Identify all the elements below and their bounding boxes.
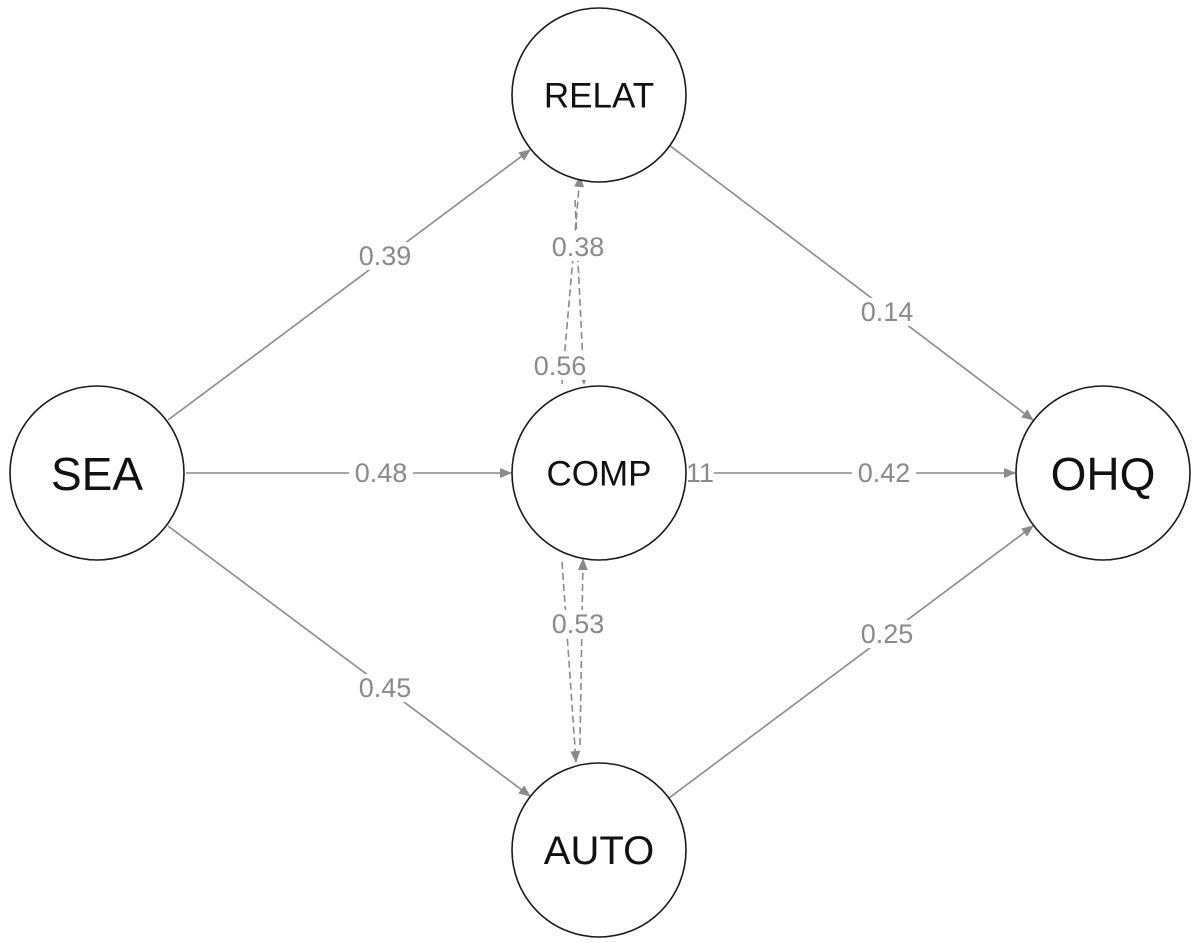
node-relat: RELAT — [511, 7, 687, 183]
edge-label-text: 0.53 — [552, 609, 605, 639]
edge-label-text: 0.14 — [861, 297, 914, 327]
edge-label-text: 0.38 — [552, 232, 605, 262]
partial-edge-label: 11 — [686, 458, 714, 488]
node-label: AUTO — [544, 829, 654, 873]
edge-auto-ohq — [668, 525, 1034, 799]
edge-sea-auto — [167, 525, 531, 797]
edge-label-auto-ohq: 0.25 — [855, 619, 919, 649]
node-label: SEA — [51, 448, 143, 500]
node-label: COMP — [547, 455, 652, 494]
edge-sea-relat — [167, 149, 531, 421]
edge-label-sea-comp: 0.48 — [349, 458, 413, 488]
edge-comp-relat — [561, 175, 585, 385]
node-label: OHQ — [1051, 448, 1156, 500]
edge-comp-auto — [561, 561, 581, 763]
edge-label-relat-comp: 0.56 — [528, 351, 592, 381]
edge-auto-comp — [577, 558, 588, 746]
node-comp: COMP — [511, 385, 687, 561]
edge-label-relat-ohq: 0.14 — [855, 297, 919, 327]
edge-label-text: 0.42 — [858, 458, 911, 488]
edge-label-text: 0.48 — [355, 458, 408, 488]
edge-label-text: 0.25 — [861, 619, 914, 649]
edge-relat-comp — [574, 199, 589, 385]
edge-label-text: 0.39 — [359, 241, 412, 271]
edge-label-sea-auto: 0.45 — [353, 673, 417, 703]
node-label: RELAT — [544, 77, 654, 116]
edge-label-sea-relat: 0.39 — [353, 241, 417, 271]
edge-relat-ohq — [668, 144, 1034, 421]
node-sea: SEA — [9, 385, 185, 561]
edge-label-comp-relat: 0.38 — [546, 232, 610, 262]
node-ohq: OHQ — [1015, 385, 1191, 561]
edge-label-comp-ohq: 0.42 — [852, 458, 916, 488]
partial-edge-label-text: 11 — [686, 458, 714, 488]
node-auto: AUTO — [511, 762, 687, 938]
edge-label-text: 0.56 — [534, 351, 587, 381]
edge-label-text: 0.45 — [359, 673, 412, 703]
edge-label-comp-auto: 0.53 — [546, 609, 610, 639]
